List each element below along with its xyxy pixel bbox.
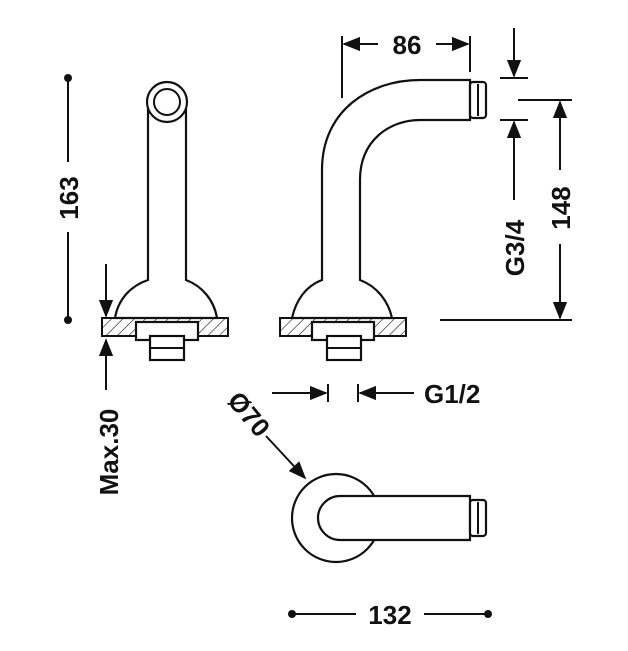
- dimension-label-148: 148: [546, 186, 576, 229]
- dimension-label-g34: G3/4: [500, 219, 530, 276]
- dimension-label-86: 86: [393, 30, 422, 60]
- spout-body-curved: [290, 78, 472, 320]
- dimension-label-163: 163: [54, 176, 84, 219]
- dimension-max30: Max.30: [94, 264, 124, 495]
- spout-plan: [316, 494, 472, 542]
- dimension-132: 132: [288, 600, 492, 630]
- dimension-86: 86: [341, 30, 471, 98]
- dimension-g12: G1/2: [272, 379, 480, 409]
- spout-column-side: [113, 108, 219, 320]
- dimension-diameter-70: Ø70: [222, 386, 307, 480]
- dimension-163: 163: [54, 74, 84, 324]
- dimension-148: 148: [440, 99, 576, 321]
- side-view: [101, 80, 229, 362]
- dimension-label-diameter-70: Ø70: [222, 386, 277, 443]
- dimension-label-max30: Max.30: [94, 409, 124, 496]
- dimension-g34: G3/4: [500, 28, 530, 276]
- dimension-label-132: 132: [368, 600, 411, 630]
- plan-view: [290, 472, 488, 564]
- front-view: [279, 78, 488, 362]
- outlet-ring-outer: [145, 80, 189, 124]
- dimension-label-g12: G1/2: [424, 379, 480, 409]
- outlet-ring-inner: [153, 88, 181, 116]
